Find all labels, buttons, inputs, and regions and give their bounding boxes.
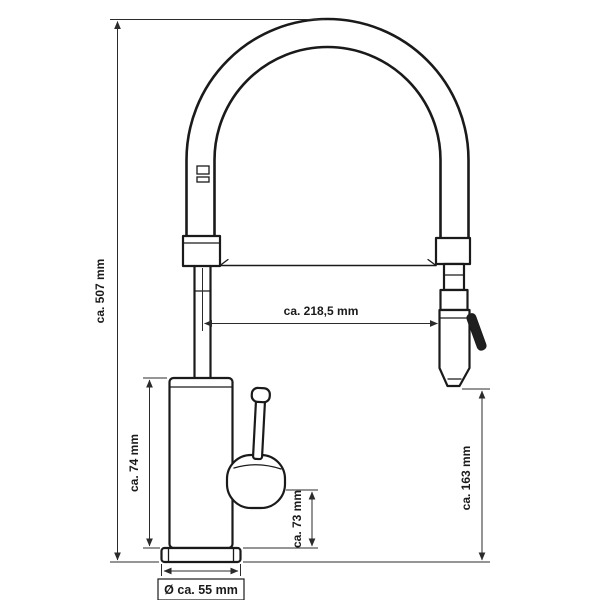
dimension-center-height: ca. 73 mm xyxy=(243,489,318,549)
center-height-label: ca. 73 mm xyxy=(290,490,304,548)
dimension-reach: ca. 218,5 mm xyxy=(202,268,438,331)
dimension-left-height: ca. 74 mm xyxy=(127,377,167,549)
spray-toggle-paddle xyxy=(466,313,487,351)
spray-head-upper xyxy=(439,288,469,312)
right-height-label: ca. 163 mm xyxy=(459,446,473,511)
left-coupler xyxy=(181,234,222,268)
base-diameter-label: Ø ca. 55 mm xyxy=(164,583,238,597)
faucet-body xyxy=(168,376,234,550)
spray-toggle-group xyxy=(466,313,487,351)
right-coupler xyxy=(434,236,472,266)
riser-detail-upper xyxy=(196,165,210,175)
dimension-base-diameter: Ø ca. 55 mm xyxy=(157,564,245,600)
hose-arch-outer xyxy=(185,17,470,242)
base-diameter-label-box xyxy=(157,578,245,600)
support-bar-left-hook xyxy=(219,258,229,267)
handle-housing xyxy=(225,453,287,510)
handle-housing-curve xyxy=(233,464,282,470)
spray-neck xyxy=(442,262,466,292)
faucet-outline xyxy=(160,17,487,564)
handle-lever-rod xyxy=(251,397,267,461)
handle-lever xyxy=(250,386,271,461)
dimension-right-height: ca. 163 mm xyxy=(243,388,490,563)
support-bar-right-hook xyxy=(427,258,437,267)
reach-label: ca. 218,5 mm xyxy=(284,304,359,318)
hose-arch-inner xyxy=(213,45,442,240)
left-height-label: ca. 74 mm xyxy=(127,434,141,492)
handle-lever-grip xyxy=(250,386,271,404)
spray-head-body xyxy=(438,308,471,388)
dimension-overall-height: ca. 507 mm xyxy=(93,19,325,563)
overall-height-label: ca. 507 mm xyxy=(93,259,107,324)
faucet-base xyxy=(160,546,242,564)
riser-detail-lower xyxy=(196,176,210,183)
